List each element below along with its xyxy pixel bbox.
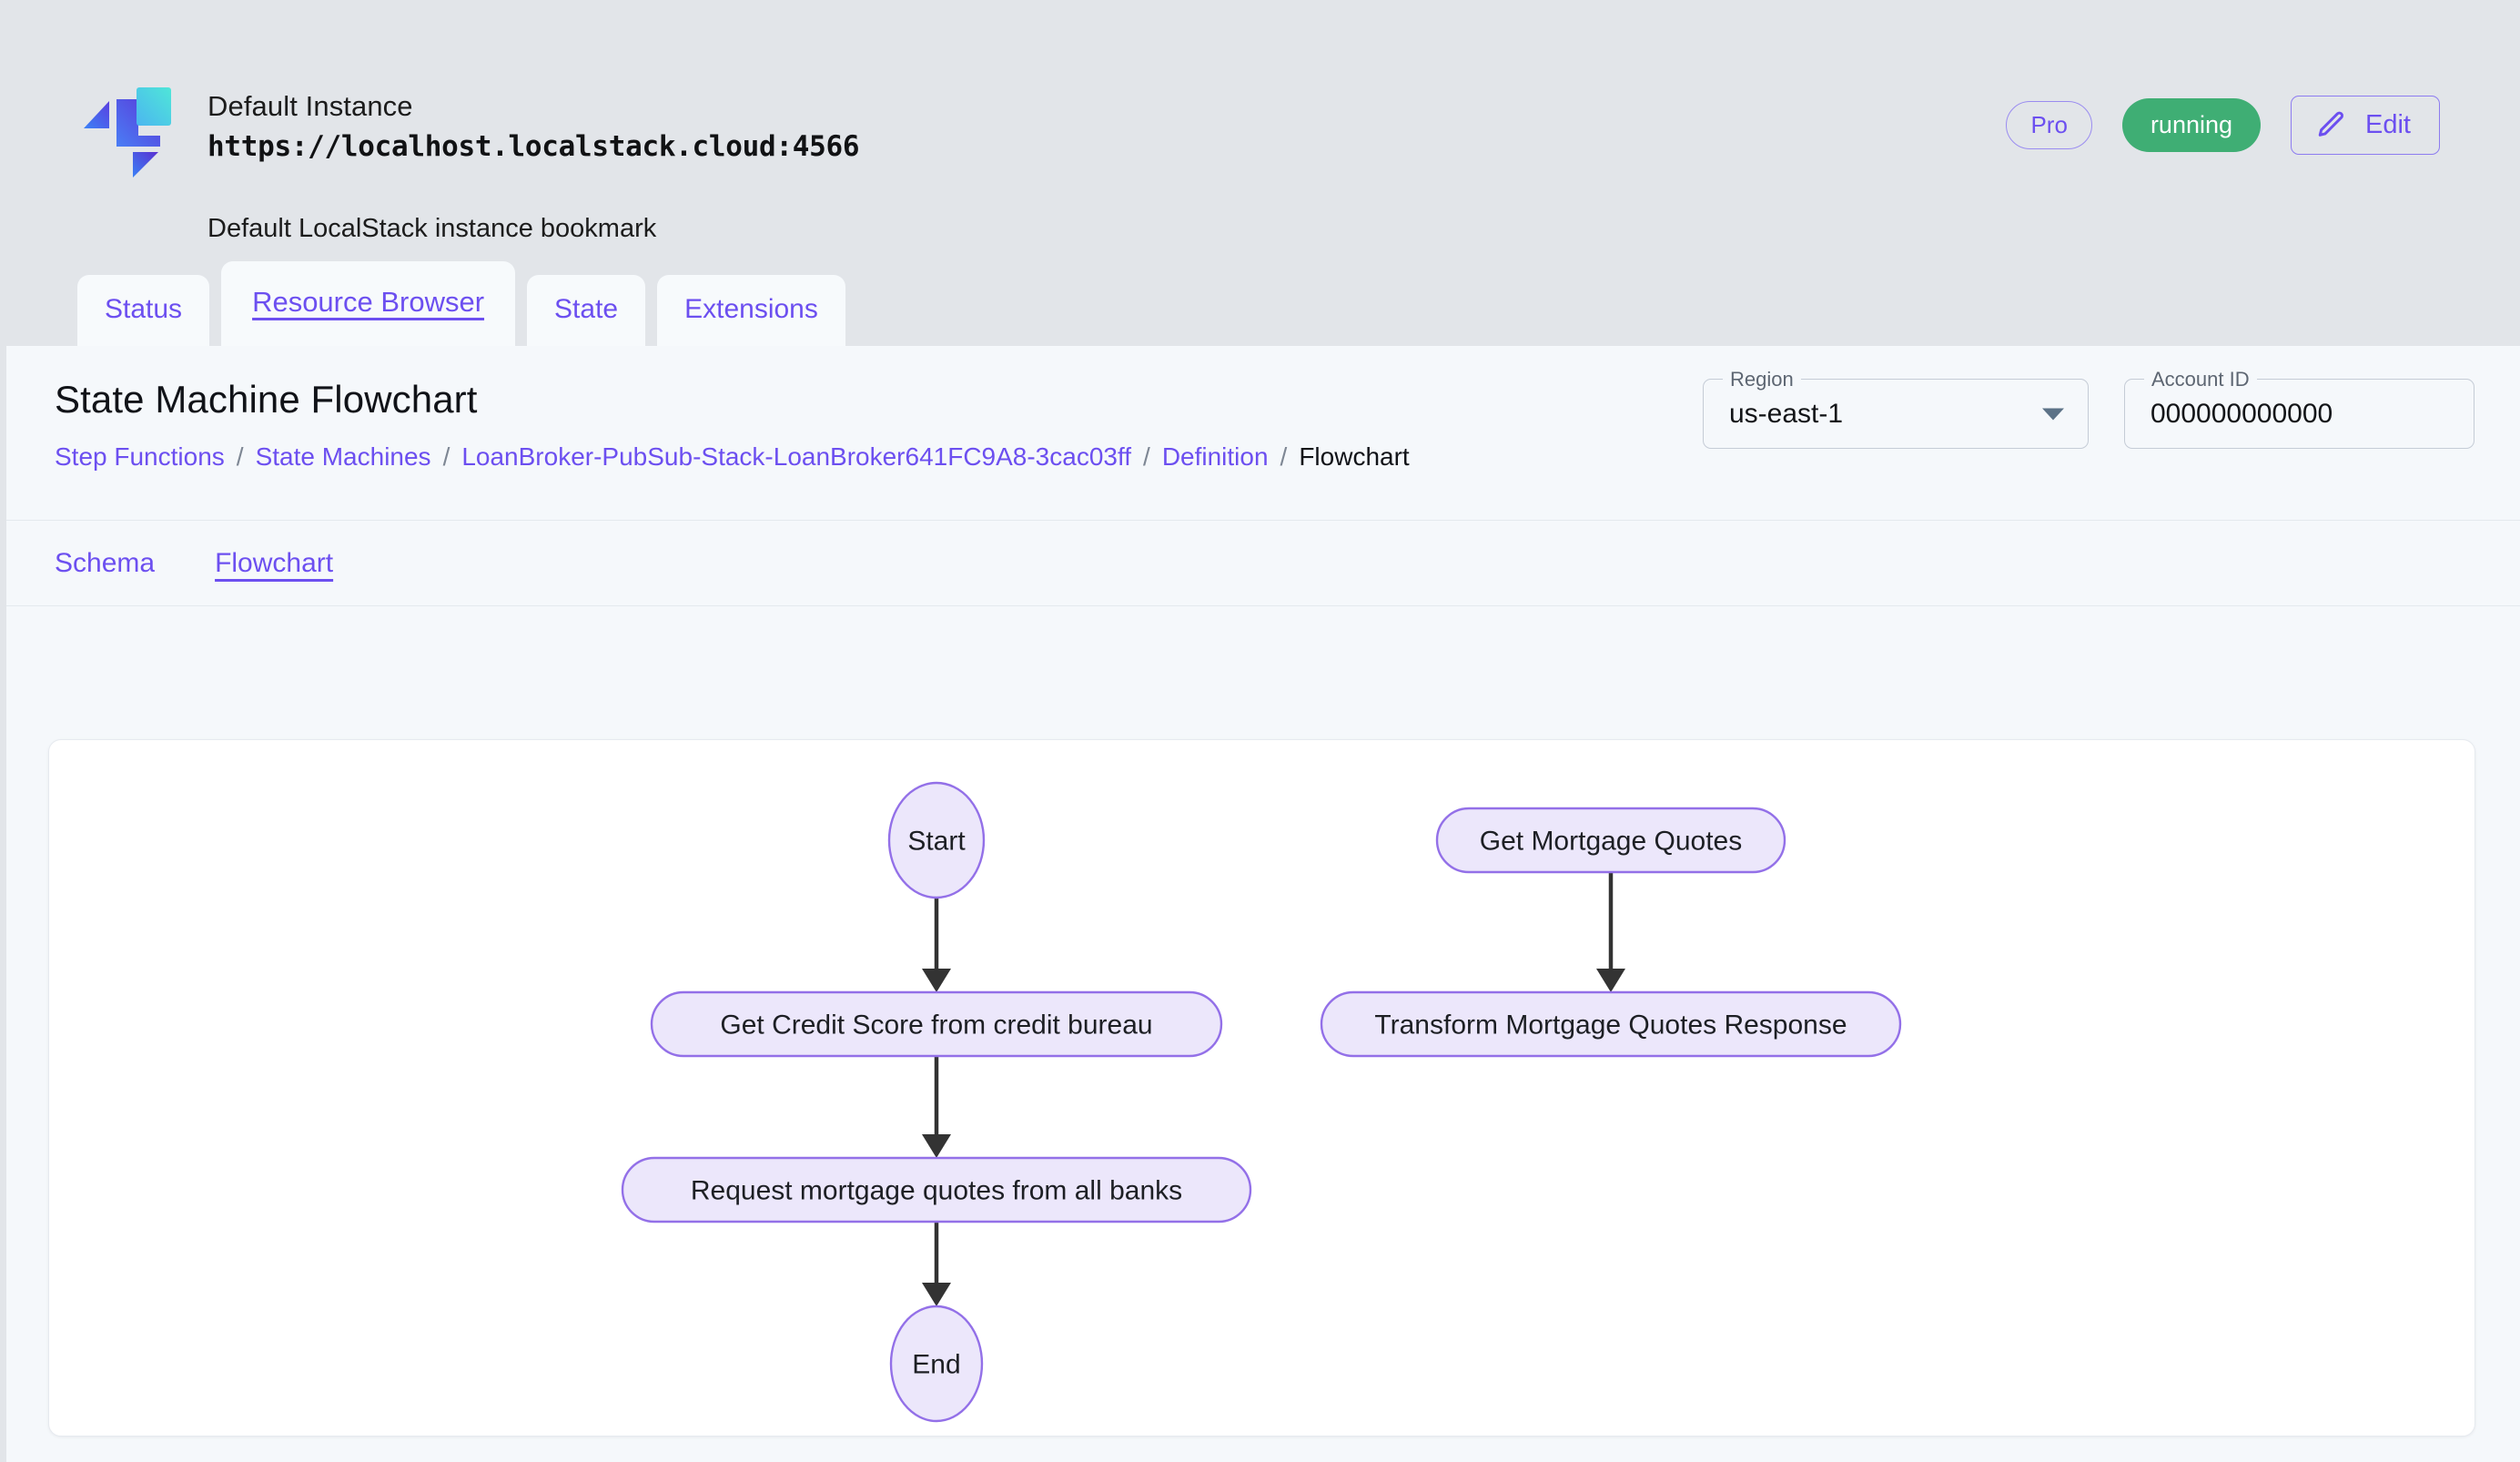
edge-arrowhead (922, 1134, 951, 1158)
flow-edge-getquotes-to-transform (1596, 872, 1625, 992)
flow-edge-credit-to-request (922, 1056, 951, 1158)
instance-description: Default LocalStack instance bookmark (207, 214, 657, 243)
breadcrumb-item-state-machine-name[interactable]: LoanBroker-PubSub-Stack-LoanBroker641FC9… (461, 442, 1132, 471)
flow-node-credit[interactable]: Get Credit Score from credit bureau (650, 990, 1223, 1058)
edit-button[interactable]: Edit (2291, 96, 2440, 155)
pencil-icon (2316, 109, 2347, 140)
flow-node-transform[interactable]: Transform Mortgage Quotes Response (1320, 990, 1902, 1058)
instance-url: https://localhost.localstack.cloud:4566 (207, 129, 860, 163)
scope-selectors: Region us-east-1 Account ID 000000000000 (1703, 368, 2474, 449)
instance-summary: Default Instance https://localhost.local… (82, 77, 859, 179)
status-badge[interactable]: running (2121, 98, 2262, 152)
node-label: Get Credit Score from credit bureau (720, 1010, 1152, 1041)
breadcrumb-separator: / (1143, 442, 1150, 471)
breadcrumb-item-definition[interactable]: Definition (1161, 442, 1269, 471)
tab-extensions-label: Extensions (684, 294, 818, 324)
node-label: Request mortgage quotes from all banks (691, 1176, 1182, 1206)
account-id-field[interactable]: Account ID 000000000000 (2124, 368, 2474, 449)
breadcrumb: Step Functions / State Machines / LoanBr… (55, 441, 1410, 472)
region-select-label: Region (1723, 368, 1801, 392)
breadcrumb-item-step-functions[interactable]: Step Functions (55, 442, 225, 471)
flow-node-end[interactable]: End (889, 1305, 984, 1423)
node-stadium (1435, 807, 1786, 874)
node-label: Start (907, 827, 966, 857)
breadcrumb-item-state-machines[interactable]: State Machines (255, 442, 431, 471)
flow-edge-request-to-end (922, 1222, 951, 1306)
account-id-value: 000000000000 (2151, 398, 2333, 429)
node-ellipse (889, 1305, 984, 1423)
subtab-schema[interactable]: Schema (55, 547, 156, 578)
tab-status-label: Status (105, 294, 183, 324)
flow-node-getquotes[interactable]: Get Mortgage Quotes (1435, 807, 1786, 874)
main-tabs: Status Resource Browser State Extensions (77, 260, 845, 346)
edge-arrowhead (922, 1283, 951, 1306)
account-id-label: Account ID (2144, 368, 2257, 392)
flow-node-start[interactable]: Start (887, 781, 986, 899)
tab-status[interactable]: Status (77, 275, 210, 346)
node-stadium (650, 990, 1223, 1058)
instance-name: Default Instance (207, 90, 413, 122)
node-label: Get Mortgage Quotes (1480, 827, 1743, 857)
region-select[interactable]: Region us-east-1 (1703, 368, 2089, 449)
localstack-logo-icon (82, 77, 184, 179)
tab-state[interactable]: State (527, 275, 646, 346)
resource-subtabs: Schema Flowchart (6, 521, 2520, 606)
breadcrumb-separator: / (236, 442, 244, 471)
flow-edge-start-to-credit (922, 898, 951, 992)
header-actions: Pro running Edit (2006, 96, 2440, 155)
node-stadium (1320, 990, 1902, 1058)
pro-badge[interactable]: Pro (2006, 100, 2092, 149)
node-stadium (621, 1156, 1252, 1223)
breadcrumb-separator: / (1280, 442, 1288, 471)
tab-resource-browser[interactable]: Resource Browser (221, 260, 516, 346)
node-ellipse (887, 781, 986, 899)
tab-state-label: State (554, 294, 619, 324)
app-header: Default Instance https://localhost.local… (0, 0, 2520, 346)
chevron-down-icon[interactable] (2042, 408, 2064, 420)
breadcrumb-item-flowchart: Flowchart (1299, 442, 1410, 471)
flow-node-request[interactable]: Request mortgage quotes from all banks (621, 1156, 1252, 1223)
edge-arrowhead (1596, 969, 1625, 992)
page-title: State Machine Flowchart (55, 378, 478, 421)
node-label: Transform Mortgage Quotes Response (1374, 1010, 1847, 1041)
edit-button-label: Edit (2365, 110, 2411, 139)
tab-extensions[interactable]: Extensions (657, 275, 845, 346)
breadcrumb-separator: / (442, 442, 450, 471)
region-select-value: us-east-1 (1729, 398, 1844, 429)
page-header: State Machine Flowchart Step Functions /… (6, 346, 2520, 521)
tab-resource-browser-label: Resource Browser (252, 285, 485, 318)
node-label: End (912, 1350, 960, 1380)
edge-arrowhead (922, 969, 951, 992)
subtab-flowchart[interactable]: Flowchart (215, 547, 334, 578)
